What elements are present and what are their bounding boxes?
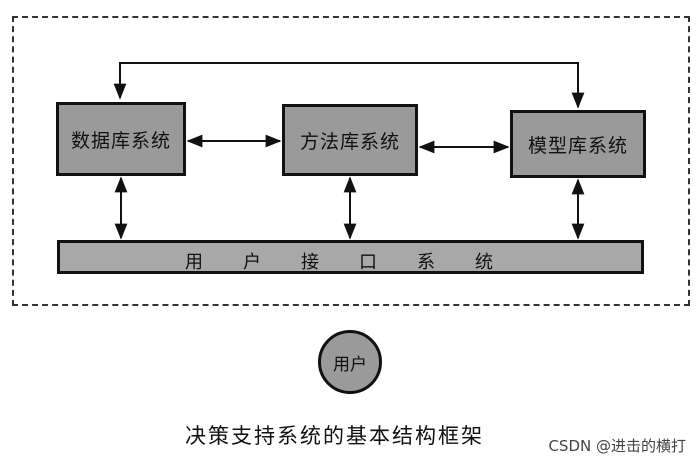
- user-node: 用户: [318, 330, 382, 394]
- edge-database-model-loop: [113, 62, 585, 109]
- user-interface-char-6: 统: [475, 252, 493, 273]
- user-interface-system-bar: 用 户 接 口 系 统: [57, 240, 644, 274]
- user-interface-char-5: 系: [417, 252, 435, 273]
- user-label: 用户: [333, 354, 367, 375]
- system-boundary-frame: [12, 16, 690, 306]
- user-interface-char-4: 口: [359, 252, 377, 273]
- method-system-node: 方法库系统: [282, 104, 418, 176]
- csdn-watermark: CSDN @进击的横打: [548, 437, 686, 455]
- user-interface-char-3: 接: [301, 252, 319, 273]
- model-system-label: 模型库系统: [527, 134, 628, 157]
- database-system-label: 数据库系统: [70, 129, 171, 152]
- figure-caption: 决策支持系统的基本结构框架: [185, 424, 484, 448]
- user-interface-char-2: 户: [243, 252, 261, 273]
- method-system-label: 方法库系统: [299, 130, 400, 153]
- user-interface-char-1: 用: [185, 252, 203, 273]
- model-system-node: 模型库系统: [510, 110, 646, 178]
- database-system-node: 数据库系统: [56, 102, 186, 176]
